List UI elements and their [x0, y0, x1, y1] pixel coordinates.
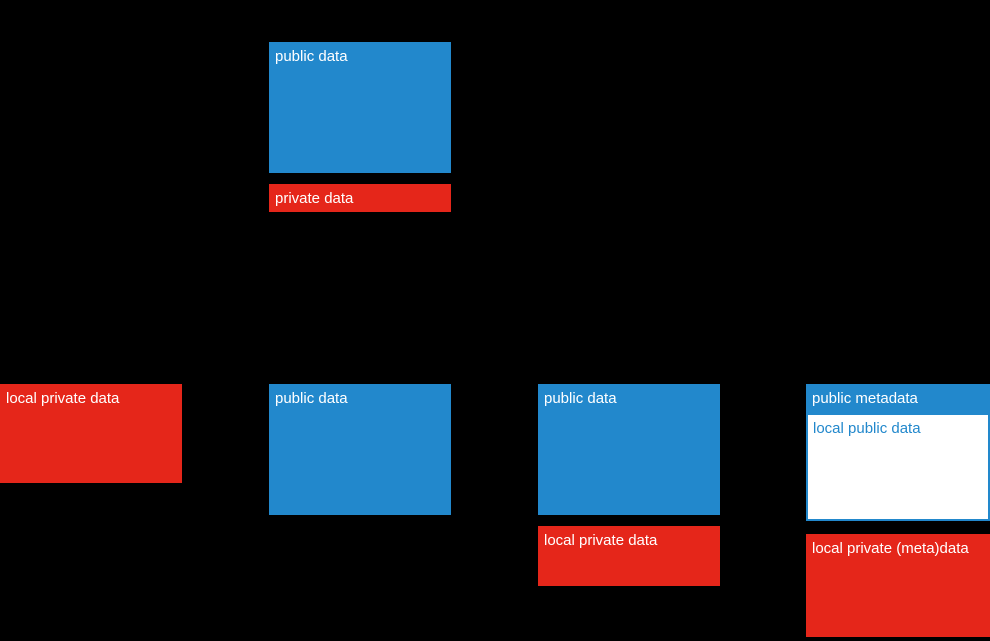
col4-public-metadata-header: public metadata [806, 384, 990, 415]
top-private-data-box: private data [269, 184, 451, 212]
box-label: local public data [813, 420, 921, 437]
box-label: public metadata [812, 390, 918, 407]
box-label: local private (meta)data [812, 540, 969, 557]
box-label: public data [544, 390, 617, 407]
col1-local-private-data-box: local private data [0, 384, 182, 483]
col3-local-private-data-box: local private data [538, 526, 720, 586]
box-label: public data [275, 390, 348, 407]
col4-metadata-stack: public metadata local public data [806, 384, 990, 521]
box-label: local private data [6, 390, 120, 407]
col4-local-public-data-box: local public data [806, 415, 990, 521]
col4-local-private-metadata-box: local private (meta)data [806, 534, 990, 637]
box-label: private data [275, 190, 354, 207]
col2-public-data-box: public data [269, 384, 451, 515]
col3-public-data-box: public data [538, 384, 720, 515]
box-label: local private data [544, 532, 658, 549]
box-label: public data [275, 48, 348, 65]
top-public-data-box: public data [269, 42, 451, 173]
